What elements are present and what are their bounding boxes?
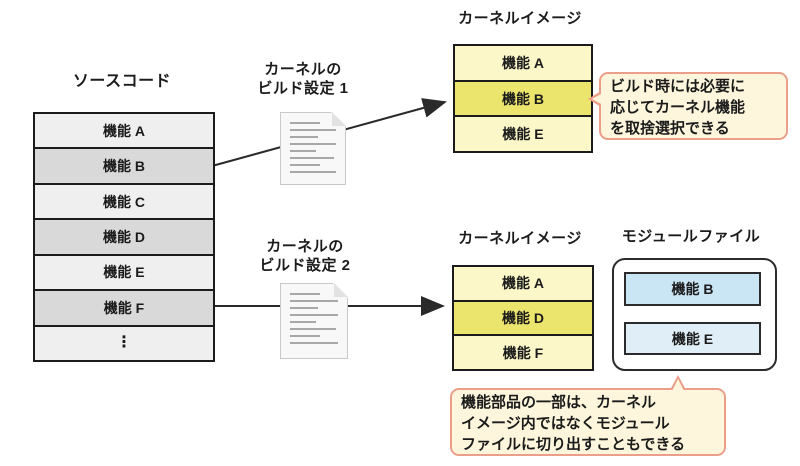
kernel2-row-feature-a: 機能 A (454, 267, 592, 300)
source-row-feature-d: 機能 D (35, 218, 213, 254)
source-row-feature-b: 機能 B (35, 147, 213, 183)
build-config-2-document-icon (280, 283, 348, 359)
module-item-feature-b: 機能 B (624, 272, 761, 306)
callout-module-line1: 機能部品の一部は、カーネル (461, 394, 657, 411)
kernel-image-1-title: カーネルイメージ (458, 10, 582, 27)
kernel-image-1-box: 機能 A 機能 B 機能 E (453, 44, 593, 153)
build-config-2-label-line1: カーネルの (266, 238, 344, 255)
document-fold-icon (332, 112, 346, 126)
callout-build-line1: ビルド時には必要に (610, 78, 746, 95)
source-code-title: ソースコード (72, 73, 172, 90)
kernel-image-2-title: カーネルイメージ (458, 230, 582, 247)
build-config-1-label-line2: ビルド設定 1 (257, 80, 349, 97)
build-config-2-label-line2: ビルド設定 2 (259, 257, 351, 274)
kernel2-row-feature-f: 機能 F (454, 334, 592, 370)
build-config-1-document-icon (280, 112, 346, 185)
kernel1-row-feature-a: 機能 A (455, 46, 591, 80)
kernel2-row-feature-d: 機能 D (454, 299, 592, 335)
source-row-feature-c: 機能 C (35, 182, 213, 219)
kernel1-row-feature-e: 機能 E (455, 115, 591, 152)
document-fold-icon (334, 283, 348, 297)
source-row-feature-a: 機能 A (35, 114, 213, 148)
build-config-2-label: カーネルの ビルド設定 2 (240, 237, 370, 275)
source-row-ellipsis: ⋮ (35, 324, 213, 360)
callout-module-line3: ファイルに切り出すこともできる (461, 436, 686, 453)
kernel1-row-feature-b: 機能 B (455, 79, 591, 116)
source-row-feature-e: 機能 E (35, 253, 213, 290)
source-code-box: 機能 A 機能 B 機能 C 機能 D 機能 E 機能 F ⋮ (33, 112, 215, 362)
build-config-1-label-line1: カーネルの (264, 61, 342, 78)
callout-build-selection: ビルド時には必要に 応じてカーネル機能 を取捨選択できる (588, 72, 788, 140)
callout-build-line2: 応じてカーネル機能 (610, 99, 746, 116)
module-file-title: モジュールファイル (621, 228, 761, 245)
callout-build-line3: を取捨選択できる (610, 120, 730, 137)
callout-module-line2: イメージ内ではなくモジュール (461, 415, 670, 432)
module-item-feature-e: 機能 E (624, 322, 761, 355)
kernel-image-2-box: 機能 A 機能 D 機能 F (452, 265, 594, 371)
source-row-feature-f: 機能 F (35, 289, 213, 325)
callout-module-split: 機能部品の一部は、カーネル イメージ内ではなくモジュール ファイルに切り出すこと… (450, 375, 726, 456)
build-config-1-label: カーネルの ビルド設定 1 (240, 60, 366, 98)
module-file-box: 機能 B 機能 E (612, 258, 777, 371)
